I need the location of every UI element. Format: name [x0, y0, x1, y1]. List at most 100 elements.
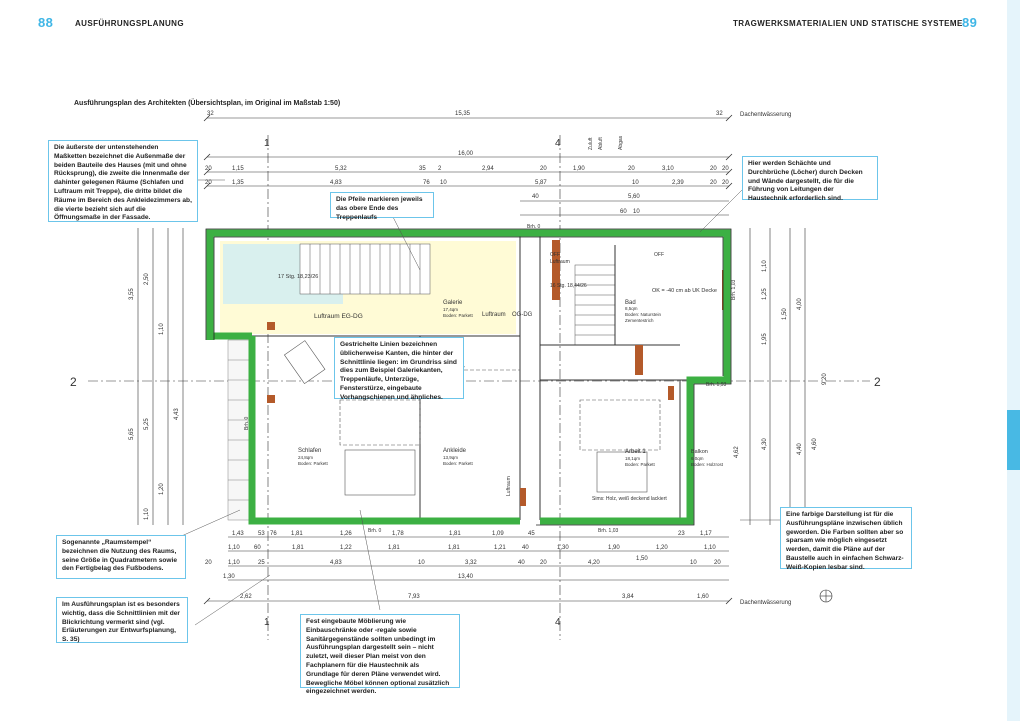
dim-left-small: 32	[207, 111, 214, 117]
off-label-2: OFF	[654, 252, 664, 258]
brh-balkon: Brh. 1,93	[706, 382, 727, 388]
dim-b3-0: 20	[205, 560, 212, 566]
dim-b3-10: 10	[690, 560, 697, 566]
dim-right-2: 1,50	[782, 308, 788, 320]
page-edge-strip	[1007, 0, 1020, 721]
room-luftraum-eg-dg: Luftraum EG-DG	[314, 313, 363, 320]
dim-b1-5: 1,78	[392, 531, 404, 537]
dim-r1-10: 20	[710, 166, 717, 172]
dim-b2-4: 1,81	[388, 545, 400, 551]
dim-r2-1: 1,35	[232, 180, 244, 186]
dim-right-8: 9,20	[822, 373, 828, 385]
note-arrows: Die Pfeile markieren jeweils das obere E…	[330, 192, 434, 221]
dim-right-small: 32	[716, 111, 723, 117]
note-room-stamp: Sogenannte „Raumstempel“ bezeichnen die …	[56, 535, 186, 579]
brh-top: Brh. 0	[527, 224, 541, 230]
room-luftraum: Luftraum	[482, 312, 506, 318]
dim-r3-1: 5,60	[628, 194, 640, 200]
dim-right-7: 4,60	[812, 438, 818, 450]
dim-b1-8: 45	[528, 531, 535, 537]
dim-r1-2: 5,32	[335, 166, 347, 172]
room-schlafen: Schlafen	[298, 448, 321, 454]
chapter-tab	[1007, 410, 1020, 470]
note-colors: Eine farbige Darstellung ist für die Aus…	[780, 507, 912, 571]
section-marker-4: 4	[555, 138, 561, 149]
dim-right-9: 4,62	[734, 446, 740, 458]
brh-bottom-right: Brh. 1,03	[598, 528, 619, 534]
dim-left-1: 2,50	[144, 273, 150, 285]
dim-left-6: 1,20	[159, 483, 165, 495]
dim-r1-11: 20	[722, 166, 729, 172]
dim-b4-1: 13,40	[458, 574, 474, 580]
abgas-label: Abgas	[618, 135, 624, 150]
bad-area: 8,5qm	[625, 306, 638, 311]
dim-r1-4: 2	[438, 166, 442, 172]
brh-right: Brh. 1,03	[731, 279, 737, 300]
dim-r2-4: 10	[440, 180, 447, 186]
section-2-left: 2	[70, 375, 77, 389]
dim-b2-6: 1,21	[494, 545, 506, 551]
dim-b3-8: 4,20	[588, 560, 600, 566]
balkon-floor: Boden: Holzrost	[691, 462, 724, 467]
dim-r1-5: 2,94	[482, 166, 494, 172]
dim-b3-6: 40	[518, 560, 525, 566]
running-title-right: TRAGWERKSMATERIALIEN UND STATISCHE SYSTE…	[733, 19, 963, 28]
luftraum-label-2: Luftraum	[550, 259, 570, 265]
dim-b1-3: 1,81	[291, 531, 303, 537]
dim-b3-9: 1,50	[636, 556, 648, 562]
dim-b3-2: 25	[258, 560, 265, 566]
dim-b3-1: 1,10	[228, 560, 240, 566]
figure-caption: Ausführungsplan des Architekten (Übersic…	[74, 100, 341, 107]
note-outer-dimensions: Die äußerste der untenstehenden Maßkette…	[48, 140, 198, 222]
dim-r1-6: 20	[540, 166, 547, 172]
dim-right-0: 1,10	[762, 260, 768, 272]
running-title-left: AUSFÜHRUNGSPLANUNG	[75, 19, 184, 28]
section-2-right: 2	[874, 375, 881, 389]
dim-b2-3: 1,22	[340, 545, 352, 551]
off-label-1: OFF	[550, 252, 560, 258]
dim-right-1: 1,25	[762, 288, 768, 300]
dim-b1-0: 1,43	[232, 531, 244, 537]
abluft-label: Abluft	[598, 137, 604, 150]
dim-b1-7: 1,09	[492, 531, 504, 537]
dim-b2-0: 1,10	[228, 545, 240, 551]
dim-left-2: 1,10	[159, 323, 165, 335]
dim-r3-2: 60	[620, 209, 627, 215]
dim-r2-9: 20	[722, 180, 729, 186]
dim-b2-2: 1,81	[292, 545, 304, 551]
dim-b5-2: 3,84	[622, 594, 634, 600]
galerie-area: 17,4qm	[443, 307, 458, 312]
dim-r3-0: 40	[532, 194, 539, 200]
dim-left-7: 1,10	[144, 508, 150, 520]
dim-b2-11: 1,10	[704, 545, 716, 551]
stairs-right-label: 16 Stg. 18,44/26	[550, 283, 587, 289]
galerie-floor: Boden: Parkett	[443, 313, 474, 318]
room-arbeit: Arbeit 1	[625, 449, 646, 455]
page-number-left: 88	[38, 15, 54, 30]
ok-decke-note: OK = -40 cm ab UK Decke	[652, 288, 717, 294]
dim-right-3: 4,00	[797, 298, 803, 310]
dim-r2-2: 4,83	[330, 180, 342, 186]
dim-r1-8: 20	[628, 166, 635, 172]
brh-bottom: Brh. 0	[368, 528, 382, 534]
drain-bottom: Dachentwässerung	[740, 600, 791, 606]
dim-left-0: 3,55	[129, 288, 135, 300]
dim-b3-11: 20	[714, 560, 721, 566]
dim-r2-6: 10	[632, 180, 639, 186]
dim-b3-7: 20	[540, 560, 547, 566]
luftraum-vertical: Luftraum	[506, 476, 512, 496]
room-balkon: Balkon	[691, 449, 708, 455]
room-bad: Bad	[625, 300, 636, 306]
dim-b2-9: 1,90	[608, 545, 620, 551]
arbeit-area: 18,1qm	[625, 456, 640, 461]
dim-r2-5: 5,87	[535, 180, 547, 186]
dim-r1-9: 3,10	[662, 166, 674, 172]
note-furniture: Fest eingebaute Möblierung wie Einbausch…	[300, 614, 460, 695]
dim-b2-5: 1,81	[448, 545, 460, 551]
dim-overall: 15,35	[455, 111, 471, 117]
section-marker-1-bottom: 1	[264, 617, 270, 628]
dim-16: 16,00	[458, 151, 474, 157]
page-number-right: 89	[962, 15, 978, 30]
note-section-lines: Im Ausführungsplan ist es besonders wich…	[56, 597, 188, 643]
room-ankleide: Ankleide	[443, 448, 467, 454]
